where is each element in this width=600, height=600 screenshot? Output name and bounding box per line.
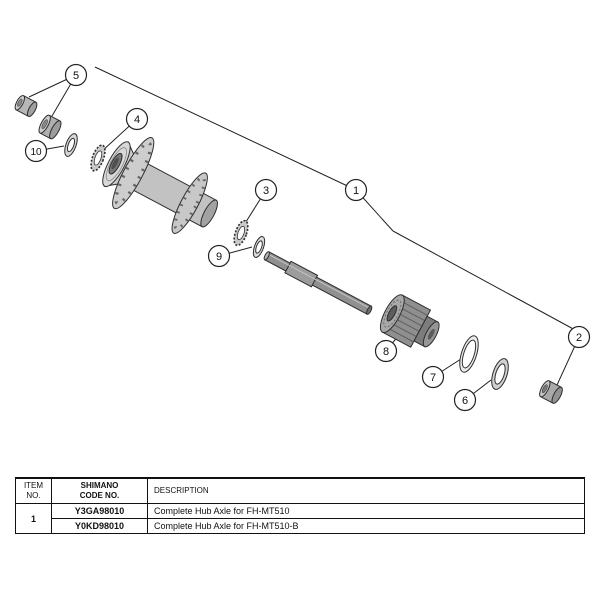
callout-2-label: 2 <box>576 332 582 344</box>
callout-9-label: 9 <box>216 251 222 263</box>
spline-ridges <box>385 299 428 343</box>
callout-7-label: 7 <box>430 372 436 384</box>
callout-1: 1 <box>344 178 368 202</box>
table-row-1: 1 Y3GA98010 Complete Hub Axle for FH-MT5… <box>15 503 585 534</box>
axle <box>263 251 373 315</box>
freehub-body <box>379 294 440 348</box>
code-cell-1: Y3GA98010 <box>51 503 148 519</box>
leader-line <box>94 66 357 191</box>
callout-6: 6 <box>453 388 477 412</box>
callout-3-label: 3 <box>263 185 269 197</box>
washer-9 <box>252 236 266 258</box>
callout-10-label: 10 <box>30 147 42 158</box>
table-header-row: ITEM NO. SHIMANO CODE NO. DESCRIPTION <box>15 477 585 504</box>
callout-8-label: 8 <box>383 346 389 358</box>
callout-9: 9 <box>207 244 231 268</box>
callout-3: 3 <box>254 178 278 202</box>
callout-2: 2 <box>567 325 591 349</box>
callout-6-label: 6 <box>462 395 468 407</box>
callout-10: 10 <box>24 139 48 163</box>
seal-ring-3 <box>233 219 249 247</box>
item-no-header-line1: ITEM <box>23 481 44 490</box>
item-no-cell: 1 <box>15 503 52 534</box>
callout-5: 5 <box>64 63 88 87</box>
seal-ring-4 <box>90 144 106 172</box>
lock-nut <box>38 114 62 140</box>
description-header: DESCRIPTION <box>154 486 209 495</box>
callout-4: 4 <box>125 107 149 131</box>
col-header-item-no: ITEM NO. <box>15 477 52 504</box>
callout-1-label: 1 <box>353 185 359 197</box>
o-ring-7 <box>459 335 479 373</box>
end-cap-right <box>539 380 563 404</box>
description-cell-2: Complete Hub Axle for FH-MT510-B <box>147 518 585 534</box>
callout-4-label: 4 <box>134 114 140 126</box>
parts-table: ITEM NO. SHIMANO CODE NO. DESCRIPTION 1 … <box>15 477 585 534</box>
table-row-2: Y0KD98010 Complete Hub Axle for FH-MT510… <box>16 518 585 534</box>
leader-lines <box>28 66 580 401</box>
col-header-description: DESCRIPTION <box>147 477 585 504</box>
description-cell-1: Complete Hub Axle for FH-MT510 <box>147 503 585 519</box>
col-header-shimano-code: SHIMANO CODE NO. <box>51 477 148 504</box>
exploded-diagram: 1 2 3 4 5 6 7 8 9 10 <box>14 63 591 412</box>
item-no-header-line2: NO. <box>26 491 41 500</box>
code-header-line2: CODE NO. <box>79 491 120 500</box>
code-cell-2: Y0KD98010 <box>51 518 148 534</box>
hub-body <box>102 137 218 234</box>
washer-10 <box>64 133 78 157</box>
end-cap-left <box>14 94 38 118</box>
callout-5-label: 5 <box>73 70 79 82</box>
leader-line <box>392 230 578 332</box>
callout-8: 8 <box>374 339 398 363</box>
seal-ring-6 <box>491 358 509 390</box>
front-flange-spoke-holes <box>114 141 153 205</box>
code-header-line1: SHIMANO <box>80 481 119 490</box>
parts-table-grid: ITEM NO. SHIMANO CODE NO. DESCRIPTION 1 … <box>15 477 585 534</box>
callout-7: 7 <box>421 365 445 389</box>
